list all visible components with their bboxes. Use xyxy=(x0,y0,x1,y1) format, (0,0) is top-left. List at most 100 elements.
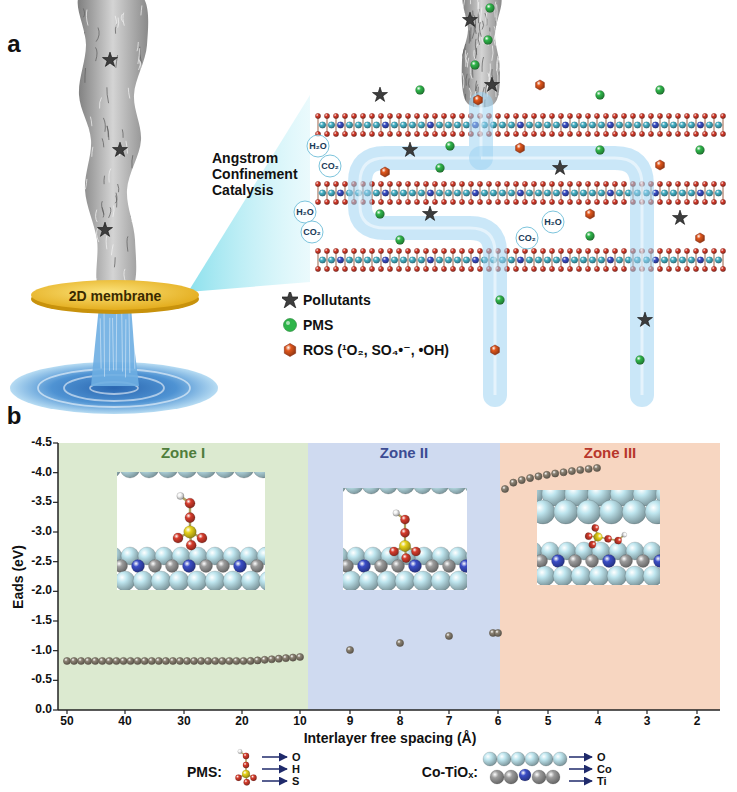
panel-label: b xyxy=(7,402,22,430)
label-text: CO₂ xyxy=(321,161,339,171)
axis-title: Eads (eV) xyxy=(10,545,26,609)
atom-sphere xyxy=(414,131,419,136)
data-point xyxy=(268,656,275,663)
data-point xyxy=(247,657,254,664)
atom-sphere xyxy=(459,131,464,136)
atom-sphere xyxy=(648,131,653,136)
atom-sphere xyxy=(585,266,590,271)
tick-mark xyxy=(497,710,498,714)
tick-label: -1.5 xyxy=(31,614,52,628)
atom-sphere xyxy=(315,248,320,253)
atom-sphere xyxy=(360,131,365,136)
tick-mark xyxy=(124,710,125,714)
atom-sphere xyxy=(396,248,401,253)
atom-sphere xyxy=(431,488,449,494)
stream-texture xyxy=(138,185,139,195)
atom-sphere xyxy=(571,122,578,129)
tick-label: -3.5 xyxy=(31,495,52,509)
atom-sphere xyxy=(328,257,335,264)
atom-sphere xyxy=(576,181,581,186)
atom-sphere xyxy=(643,566,660,585)
label-text: H₂O xyxy=(309,141,327,151)
atom-sphere xyxy=(427,190,434,197)
atom-sphere xyxy=(423,199,428,204)
atom-sphere xyxy=(522,199,527,204)
label-text: 40 xyxy=(118,714,131,728)
atom-sphere xyxy=(621,113,626,118)
atom-sphere xyxy=(342,199,347,204)
data-point xyxy=(92,657,99,664)
atom-sphere xyxy=(630,131,635,136)
stream-texture xyxy=(103,118,105,132)
data-point xyxy=(212,657,219,664)
key-title: PMS: xyxy=(187,764,222,780)
atom-sphere xyxy=(373,190,380,197)
atom-sphere xyxy=(432,248,437,253)
tick-mark xyxy=(183,710,184,714)
pollutant-symbol xyxy=(672,210,687,224)
stream-texture xyxy=(469,30,470,43)
atom-sphere xyxy=(558,131,563,136)
label-text: 9 xyxy=(347,714,354,728)
atom-sphere xyxy=(315,199,320,204)
stream-texture xyxy=(143,184,145,195)
molecule-model xyxy=(389,510,420,563)
legend-text: Pollutants xyxy=(303,292,371,308)
atom-sphere xyxy=(612,113,617,118)
key-icon xyxy=(235,749,287,785)
atom-sphere xyxy=(675,266,680,271)
atom-sphere xyxy=(711,248,716,253)
structure-inset xyxy=(343,488,467,590)
stream-texture xyxy=(96,47,98,61)
label-text: 20 xyxy=(235,714,248,728)
atom-sphere xyxy=(414,248,419,253)
atom-sphere xyxy=(346,257,353,264)
label-text: Co-TiOₓ: xyxy=(422,764,478,780)
label-text: Interlayer free spacing (Å) xyxy=(304,730,477,746)
atom-sphere xyxy=(679,190,686,197)
data-point xyxy=(346,646,353,653)
atom-sphere xyxy=(656,86,665,95)
stream-texture xyxy=(482,35,484,44)
data-point xyxy=(585,465,592,472)
stream-texture xyxy=(475,39,476,55)
label-text: 5 xyxy=(545,714,552,728)
atom-sphere xyxy=(342,113,347,118)
atom-sphere xyxy=(185,513,195,523)
data-point xyxy=(198,657,205,664)
atom-sphere xyxy=(571,190,578,197)
atom-sphere xyxy=(177,472,197,478)
data-point xyxy=(261,656,268,663)
atom-sphere xyxy=(720,113,725,118)
atom-sphere xyxy=(319,257,326,264)
pollutant-symbol xyxy=(372,87,387,101)
data-point xyxy=(169,657,176,664)
data-point xyxy=(577,466,584,473)
stream-texture xyxy=(118,184,119,192)
atom-sphere xyxy=(661,122,668,129)
tick-mark xyxy=(53,709,58,710)
label-text: -1.5 xyxy=(31,613,52,627)
atom-sphere xyxy=(697,190,704,197)
stream-texture xyxy=(138,230,139,239)
atom-sphere xyxy=(343,571,361,590)
pollutant-symbol xyxy=(552,160,567,174)
stream-texture xyxy=(102,207,104,217)
atom-sphere xyxy=(432,131,437,136)
atom-sphere xyxy=(387,266,392,271)
data-point xyxy=(593,464,600,471)
atom-sphere xyxy=(604,535,612,543)
atom-sphere xyxy=(186,540,196,550)
atom-sphere xyxy=(639,131,644,136)
atom-sphere xyxy=(445,257,452,264)
stream-texture xyxy=(142,175,144,185)
atom-sphere xyxy=(688,257,695,264)
stream-texture xyxy=(111,244,113,255)
water-streak xyxy=(100,318,102,368)
legend-symbol xyxy=(282,292,298,308)
atom-sphere xyxy=(702,113,707,118)
atom-sphere xyxy=(603,555,616,568)
pointer-arrow xyxy=(262,756,287,758)
atom-sphere xyxy=(355,122,362,129)
